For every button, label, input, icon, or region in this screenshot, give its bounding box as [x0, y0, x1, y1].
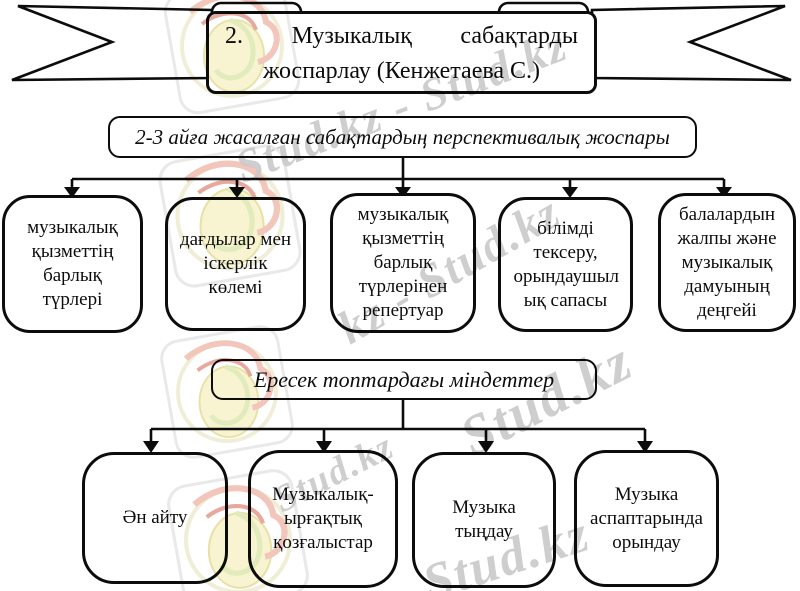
plan-item-box-4: білімді тексеру, орындаушыл ық сапасы: [498, 197, 633, 332]
ribbon-right-tail: [590, 4, 792, 82]
banner-title-line1: 2. Музыкалық сабақтарды: [225, 22, 578, 49]
plan-item-label: білімді тексеру, орындаушыл ық сапасы: [513, 217, 619, 311]
plan-item-box-5: балалардын жалпы және музыкалық дамуының…: [658, 193, 796, 332]
plan-item-box-1: музыкалық қызметтің барлық түрлері: [2, 195, 143, 333]
plan-header-box: 2-3 айға жасалған сабақтардың перспектив…: [108, 116, 697, 158]
plan-item-label: музыкалық қызметтің барлық түрлерінен ре…: [357, 204, 449, 321]
tasks-header-box: Ересек топтардағы міндеттер: [211, 359, 597, 400]
task-item-box-2: Музыкалық-ырғақтық қозғалыстар: [248, 450, 398, 588]
task-item-box-3: Музыка тыңдау: [412, 452, 556, 588]
task-item-box-4: Музыка аспаптарында орындау: [574, 450, 719, 587]
task-item-label: Музыкалық-ырғақтық қозғалыстар: [272, 484, 374, 553]
ribbon-left-tail: [11, 4, 214, 82]
plan-item-label: дағдылар мен іскерлік көлемі: [179, 229, 292, 298]
task-item-box-1: Ән айту: [82, 452, 228, 584]
banner-title-line2: жоспарлау (Кенжетаева С.): [262, 57, 541, 84]
plan-item-label: балалардын жалпы және музыкалық дамуының…: [677, 203, 777, 321]
task-arrowheads: [143, 441, 653, 453]
task-item-label: Ән айту: [122, 507, 188, 528]
title-panel: 2. Музыкалық сабақтарды жоспарлау (Кенже…: [206, 11, 597, 94]
tasks-header-label: Ересек топтардағы міндеттер: [253, 366, 555, 392]
title-banner: 2. Музыкалық сабақтарды жоспарлау (Кенже…: [0, 0, 800, 102]
plan-item-box-2: дағдылар мен іскерлік көлемі: [165, 197, 306, 331]
task-item-label: Музыка тыңдау: [452, 497, 516, 542]
plan-header-label: 2-3 айға жасалған сабақтардың перспектив…: [135, 124, 670, 149]
plan-item-box-3: музыкалық қызметтің барлық түрлерінен ре…: [330, 193, 476, 333]
task-item-label: Музыка аспаптарында орындау: [590, 483, 703, 553]
task-connector-tree: [149, 400, 647, 443]
plan-item-label: музыкалық қызметтің барлық түрлері: [27, 217, 118, 310]
plan-connector-tree: [70, 157, 726, 189]
